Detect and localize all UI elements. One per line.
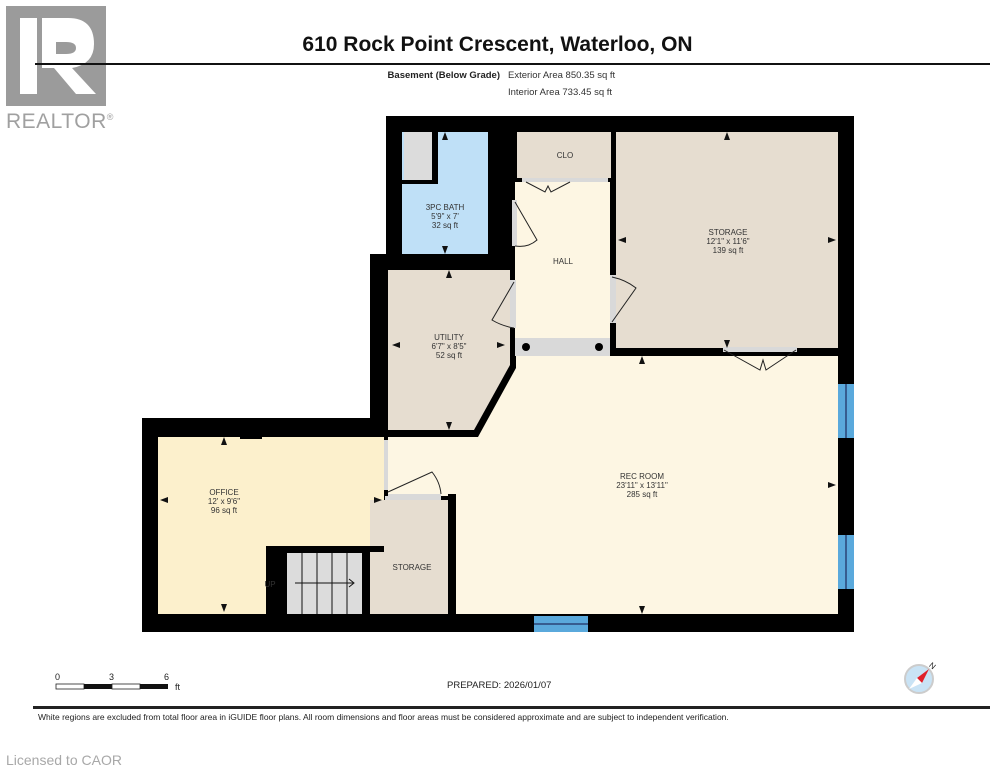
- license-text: Licensed to CAOR: [6, 752, 122, 768]
- exterior-area: Exterior Area 850.35 sq ft: [508, 70, 616, 81]
- room-rec-room[interactable]: [388, 356, 838, 614]
- svg-text:N: N: [927, 661, 937, 672]
- compass-icon: N: [903, 659, 939, 700]
- svg-text:0: 0: [55, 672, 60, 682]
- svg-text:ft: ft: [175, 682, 181, 692]
- room-storage-small[interactable]: [370, 494, 448, 614]
- footer-divider: [33, 706, 990, 709]
- room-label: STORAGE: [393, 563, 432, 572]
- title-divider: [35, 63, 990, 65]
- scale-bar: 0 3 6 ft: [55, 672, 195, 699]
- interior-area: Interior Area 733.45 sq ft: [508, 87, 613, 98]
- svg-text:6: 6: [164, 672, 169, 682]
- room-hall[interactable]: [515, 182, 610, 356]
- page-title: 610 Rock Point Crescent, Waterloo, ON: [302, 33, 693, 56]
- level-label: Basement (Below Grade): [387, 70, 500, 81]
- room-3pc-bath[interactable]: [402, 132, 510, 254]
- prepared-date: PREPARED: 2026/01/07: [447, 680, 552, 691]
- room-label: CLO: [557, 151, 573, 160]
- windows: [534, 384, 854, 632]
- realtor-r-icon: [20, 18, 96, 94]
- room-clo[interactable]: [517, 132, 611, 182]
- room-storage-large[interactable]: [616, 132, 838, 348]
- room-office[interactable]: [158, 437, 384, 614]
- realtor-logo: [6, 6, 106, 106]
- stairs[interactable]: [287, 553, 362, 614]
- realtor-wordmark: REALTOR®: [6, 110, 114, 133]
- svg-text:3: 3: [109, 672, 114, 682]
- stairs-label: UP: [264, 580, 275, 589]
- doors: [384, 181, 797, 495]
- room-label: HALL: [553, 257, 574, 266]
- room-utility[interactable]: [388, 270, 510, 430]
- disclaimer-text: White regions are excluded from total fl…: [38, 712, 729, 722]
- dimension-arrows: [160, 132, 836, 614]
